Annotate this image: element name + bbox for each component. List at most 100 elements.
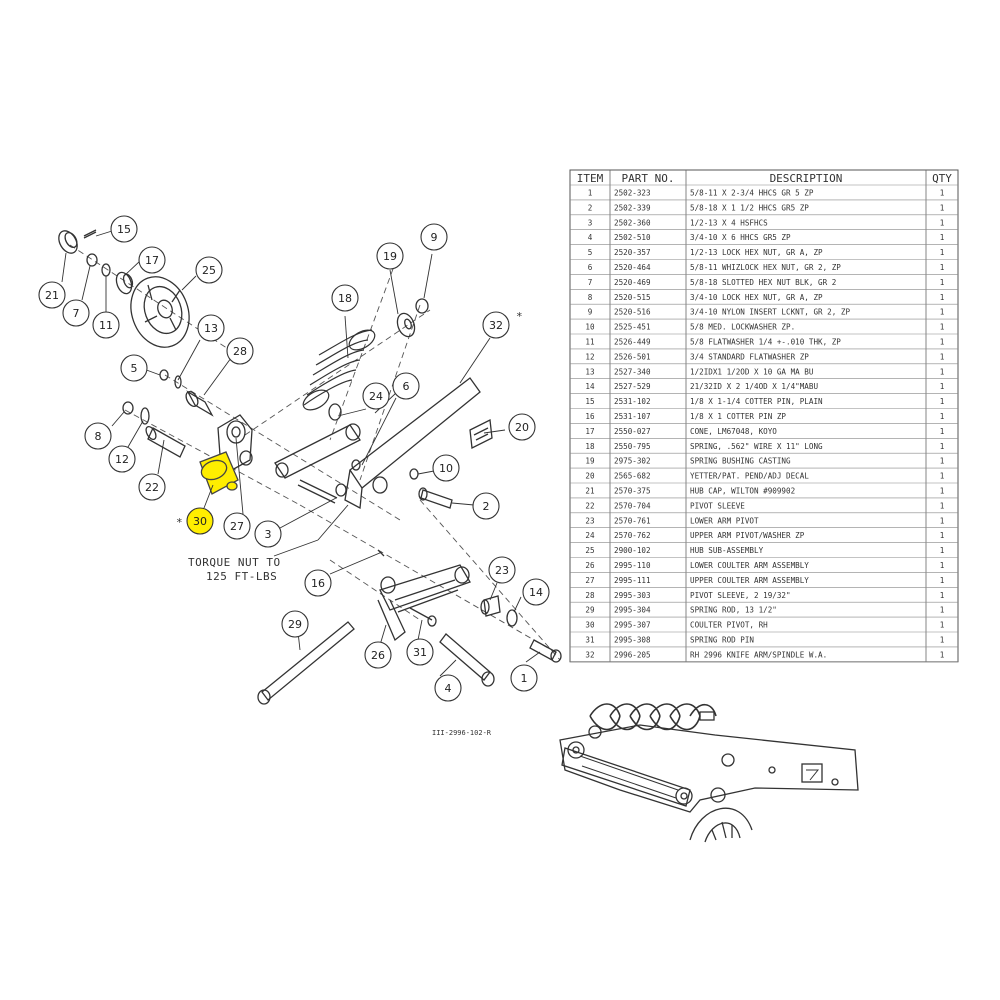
- callout-17: 17: [138, 246, 166, 274]
- table-cell: 1/2-13 LOCK HEX NUT, GR A, ZP: [690, 248, 823, 257]
- table-cell: 2531-107: [614, 412, 651, 421]
- table-cell: 1: [940, 308, 945, 317]
- knife-arm-spindle-part: [344, 377, 481, 510]
- table-cell: 2527-340: [614, 367, 651, 376]
- table-cell: 1: [940, 516, 945, 525]
- upper-arm-pivot-washer-part: [328, 403, 342, 421]
- cotter-pin-small-part: [377, 549, 385, 557]
- callout-circle: [108, 445, 136, 473]
- spring-rod-pin-part: [409, 607, 437, 627]
- decal-part: [469, 419, 493, 449]
- flatwasher-part: [174, 375, 182, 389]
- table-cell: 28: [585, 591, 595, 600]
- table-cell: 2570-704: [614, 501, 651, 510]
- table-cell: 1: [940, 397, 945, 406]
- callout-number: 7: [73, 307, 80, 320]
- table-cell: 29: [585, 606, 595, 615]
- callout-28: 28: [226, 337, 254, 365]
- table-cell: 1: [940, 278, 945, 287]
- table-cell: 12: [585, 352, 594, 361]
- callout-9: 9: [420, 223, 448, 251]
- table-cell: 3: [588, 218, 593, 227]
- table-cell: 1: [940, 457, 945, 466]
- table-cell: 2526-501: [614, 352, 651, 361]
- asterisk-mark-30: *: [176, 516, 183, 529]
- callout-circle: [508, 413, 536, 441]
- callout-7: 7: [62, 299, 90, 327]
- table-header-cell: PART NO.: [622, 172, 675, 185]
- table-cell: 1: [940, 189, 945, 198]
- table-cell: 11: [585, 338, 595, 347]
- table-cell: 5/8-18 X 1 1/2 HHCS GR5 ZP: [690, 203, 809, 212]
- callout-number: 9: [431, 231, 438, 244]
- table-cell: RH 2996 KNIFE ARM/SPINDLE W.A.: [690, 650, 827, 659]
- callout-number: 24: [369, 390, 383, 403]
- table-cell: SPRING BUSHING CASTING: [690, 457, 791, 466]
- table-cell: UPPER ARM PIVOT/WASHER ZP: [690, 531, 805, 540]
- table-cell: 1: [940, 621, 945, 630]
- table-cell: 2570-761: [614, 516, 651, 525]
- callout-number: 29: [288, 618, 302, 631]
- spring-rod-part: [257, 621, 355, 705]
- table-cell: 2502-510: [614, 233, 651, 242]
- table-cell: 2995-110: [614, 561, 651, 570]
- callout-25: 25: [195, 256, 223, 284]
- callout-number: 8: [95, 430, 102, 443]
- table-cell: 17: [585, 427, 594, 436]
- table-cell: 4: [588, 233, 593, 242]
- table-cell: HUB CAP, WILTON #909902: [690, 487, 795, 496]
- table-cell: 5/8-11 X 2-3/4 HHCS GR 5 ZP: [690, 189, 814, 198]
- torque-note: TORQUE NUT TO 125 FT-LBS * *: [176, 310, 523, 583]
- callout-8: 8: [84, 422, 112, 450]
- table-cell: 2550-795: [614, 442, 651, 451]
- callout-circle: [488, 556, 516, 584]
- hex-bolt-part: [418, 487, 453, 509]
- table-cell: 7: [588, 278, 593, 287]
- table-header-cell: ITEM: [577, 172, 604, 185]
- callout-circle: [226, 337, 254, 365]
- table-cell: 1: [940, 501, 945, 510]
- machine-bushing-part: [506, 609, 518, 627]
- callout-18: 18: [331, 284, 359, 312]
- callout-circle: [376, 242, 404, 270]
- assembled-inset-view: [559, 703, 859, 843]
- long-hex-bolt-part: [439, 633, 495, 687]
- callout-27: 27: [223, 512, 251, 540]
- callout-circle: [406, 638, 434, 666]
- table-cell: 1: [940, 650, 945, 659]
- assembly-axis-lines: [69, 244, 561, 661]
- table-cell: 23: [585, 516, 594, 525]
- table-cell: 32: [585, 650, 594, 659]
- pivot-sleeve-part: [185, 390, 214, 417]
- table-cell: 2996-205: [614, 650, 651, 659]
- cone-bearing-part: [115, 271, 134, 295]
- table-cell: 2526-449: [614, 338, 651, 347]
- table-cell: 27: [585, 576, 594, 585]
- callout-29: 29: [281, 610, 309, 638]
- table-cell: SPRING ROD, 13 1/2": [690, 606, 777, 615]
- callout-circle: [331, 284, 359, 312]
- flat-head-bolt-part: [297, 479, 347, 504]
- table-cell: 14: [585, 382, 595, 391]
- table-cell: 2570-762: [614, 531, 651, 540]
- callout-circle: [138, 473, 166, 501]
- callout-1: 1: [510, 664, 538, 692]
- table-cell: 5/8 FLATWASHER 1/4 +-.010 THK, ZP: [690, 338, 841, 347]
- table-cell: 21/32ID X 2 1/4OD X 1/4"MABU: [690, 382, 818, 391]
- hub-cap-part: [58, 230, 78, 254]
- callout-circle: [110, 215, 138, 243]
